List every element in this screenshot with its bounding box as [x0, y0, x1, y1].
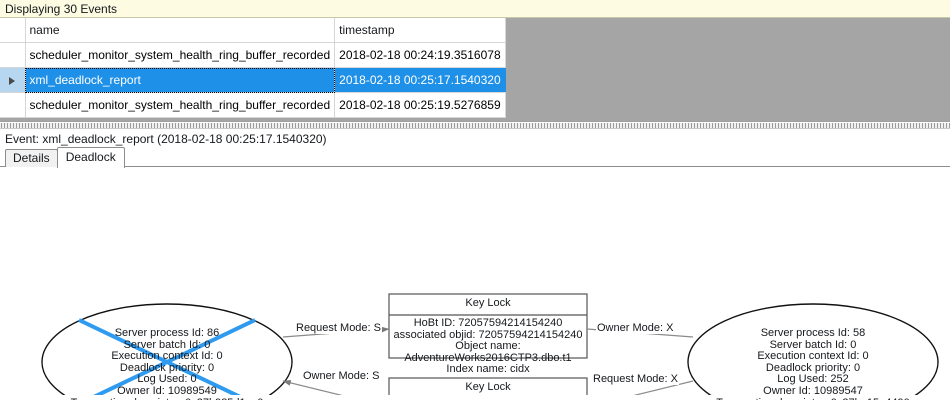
column-header-name[interactable]: name [25, 18, 336, 43]
process-left-text: Server process Id: 86 Server batch Id: 0… [42, 327, 292, 400]
deadlock-graph-canvas[interactable]: Server process Id: 86 Server batch Id: 0… [0, 167, 950, 400]
process-left-line-3: Execution context Id: 0 [111, 350, 223, 363]
row-select-cell[interactable] [0, 42, 26, 68]
cell-timestamp[interactable]: 2018-02-18 00:24:19.3516078 [334, 42, 506, 68]
process-right-line-5: Log Used: 252 [777, 373, 849, 386]
cell-timestamp[interactable]: 2018-02-18 00:25:19.5276859 [334, 92, 506, 118]
process-left-line-7: Transaction descriptor: 0x27b985d1ac0 [42, 397, 292, 400]
table-row[interactable]: scheduler_monitor_system_health_ring_buf… [0, 92, 506, 118]
tab-details[interactable]: Details [5, 149, 58, 167]
edge-label-right-owner: Owner Mode: X [596, 322, 675, 334]
process-left-line-1: Server process Id: 86 [114, 327, 220, 339]
row-indicator-arrow-icon [9, 76, 16, 85]
process-right-text: Server process Id: 58 Server batch Id: 0… [688, 327, 938, 400]
events-table: name timestamp scheduler_monitor_system_… [0, 18, 506, 118]
column-header-rowselect[interactable] [0, 18, 26, 43]
process-left-line-5: Log Used: 0 [137, 373, 197, 386]
table-row[interactable]: scheduler_monitor_system_health_ring_buf… [0, 42, 506, 68]
cell-timestamp[interactable]: 2018-02-18 00:25:17.1540320 [334, 67, 506, 93]
cell-name[interactable]: scheduler_monitor_system_health_ring_buf… [25, 42, 336, 68]
column-header-timestamp[interactable]: timestamp [334, 18, 506, 43]
process-right-line-7: Transaction descriptor: 0x27ba15a4490 [688, 397, 938, 400]
resource-box-top [388, 293, 588, 359]
process-ellipse-right [687, 303, 939, 395]
resource-top-line-1: HoBt ID: 72057594214154240 [413, 317, 563, 329]
table-header-row: name timestamp [0, 18, 506, 43]
edge-label-left-request: Request Mode: S [295, 322, 382, 334]
tab-deadlock-label: Deadlock [65, 150, 116, 164]
events-count-label: Displaying 30 Events [5, 1, 118, 16]
edge-label-right-request: Request Mode: X [592, 373, 679, 385]
cell-name[interactable]: scheduler_monitor_system_health_ring_buf… [25, 92, 336, 118]
process-left-line-2: Server batch Id: 0 [123, 338, 211, 351]
resource-top-text: Key Lock HoBt ID: 72057594214154240 asso… [389, 294, 587, 380]
tab-deadlock[interactable]: Deadlock [56, 147, 125, 168]
edge-right-request-line [633, 380, 694, 395]
resource-top-body: HoBt ID: 72057594214154240 associated ob… [389, 314, 587, 380]
tab-details-label: Details [13, 151, 50, 165]
resource-box-bottom [388, 377, 588, 395]
event-detail-title-label: Event: xml_deadlock_report (2018-02-18 0… [5, 131, 327, 146]
table-row-selected[interactable]: xml_deadlock_report 2018-02-18 00:25:17.… [0, 67, 506, 93]
process-right-line-6: Owner Id: 10989547 [763, 384, 863, 397]
cell-name[interactable]: xml_deadlock_report [25, 67, 336, 93]
row-select-cell[interactable] [0, 92, 26, 118]
events-count-banner: Displaying 30 Events [0, 0, 950, 18]
resource-top-line-3: Object name: AdventureWorks2016CTP3.dbo.… [404, 340, 572, 364]
victim-cross-marker [78, 318, 256, 395]
resource-top-line-4: Index name: cidx [446, 363, 530, 376]
process-right-line-4: Deadlock priority: 0 [765, 361, 861, 374]
process-left-line-4: Deadlock priority: 0 [119, 361, 215, 374]
edge-left-owner-line [282, 379, 343, 395]
process-right-line-3: Execution context Id: 0 [757, 350, 869, 363]
resource-top-title: Key Lock [465, 297, 511, 309]
row-select-cell[interactable] [0, 67, 26, 93]
edge-label-left-owner: Owner Mode: S [302, 370, 381, 382]
process-ellipse-left [41, 303, 293, 395]
horizontal-splitter[interactable] [0, 122, 950, 129]
resource-bottom-title: Key Lock [465, 381, 511, 393]
resource-bottom-text: Key Lock HoBt ID: 72057594214219776 asso… [389, 378, 587, 400]
events-grid[interactable]: name timestamp scheduler_monitor_system_… [0, 18, 950, 122]
process-right-line-2: Server batch Id: 0 [769, 338, 857, 351]
detail-tabstrip: Details Deadlock [0, 147, 950, 168]
event-detail-title: Event: xml_deadlock_report (2018-02-18 0… [0, 129, 950, 148]
resource-top-line-2: associated objid: 72057594214154240 [393, 328, 583, 341]
process-left-line-6: Owner Id: 10989549 [117, 384, 217, 397]
process-right-line-1: Server process Id: 58 [760, 327, 866, 339]
